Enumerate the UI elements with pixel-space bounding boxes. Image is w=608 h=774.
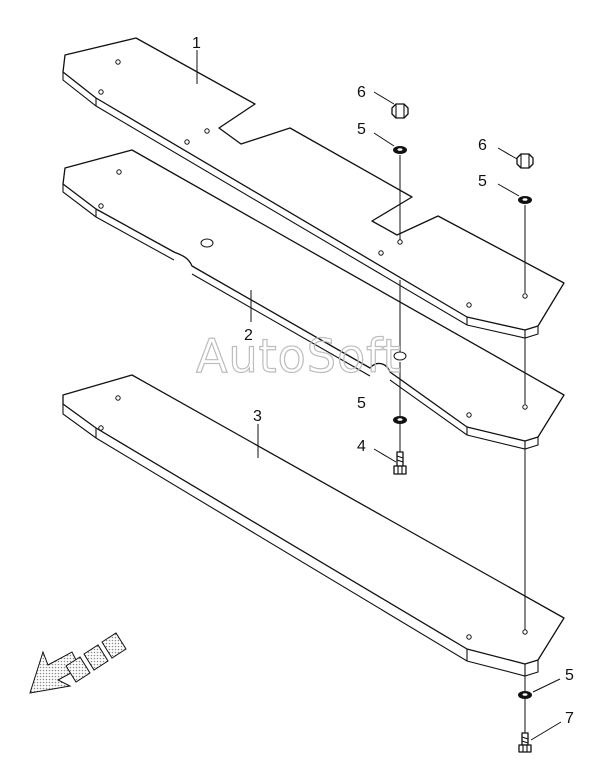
assembly-axes: [399, 155, 526, 733]
leader-lines: [196, 50, 562, 741]
plate-1: [62, 37, 565, 339]
nut-6-left-icon: [391, 103, 409, 119]
callout-2: 2: [244, 327, 253, 344]
direction-arrow-icon: [29, 632, 127, 694]
washer-5-icon: [393, 146, 407, 154]
callout-5: 5: [478, 173, 487, 190]
plate-3-holes: [98, 395, 528, 640]
washer-5-icon: [393, 416, 407, 424]
washer-5-icon: [518, 196, 532, 204]
nut-6-right-icon: [516, 153, 534, 169]
watermark: AutoSoft: [196, 329, 402, 383]
callout-3: 3: [253, 408, 262, 425]
bolt-4-icon: [393, 451, 407, 475]
plate-2: [62, 149, 565, 450]
callout-7: 7: [565, 710, 574, 727]
plate-1-holes: [98, 59, 528, 308]
plate-2-holes: [98, 169, 528, 418]
callout-6: 6: [478, 137, 487, 154]
callout-5: 5: [357, 121, 366, 138]
washer-5-icon: [518, 691, 532, 699]
bolt-7-icon: [518, 732, 532, 753]
callout-1: 1: [192, 35, 201, 52]
callout-5: 5: [357, 395, 366, 412]
callout-4: 4: [357, 438, 366, 455]
callout-5: 5: [565, 667, 574, 684]
callout-6: 6: [357, 84, 366, 101]
